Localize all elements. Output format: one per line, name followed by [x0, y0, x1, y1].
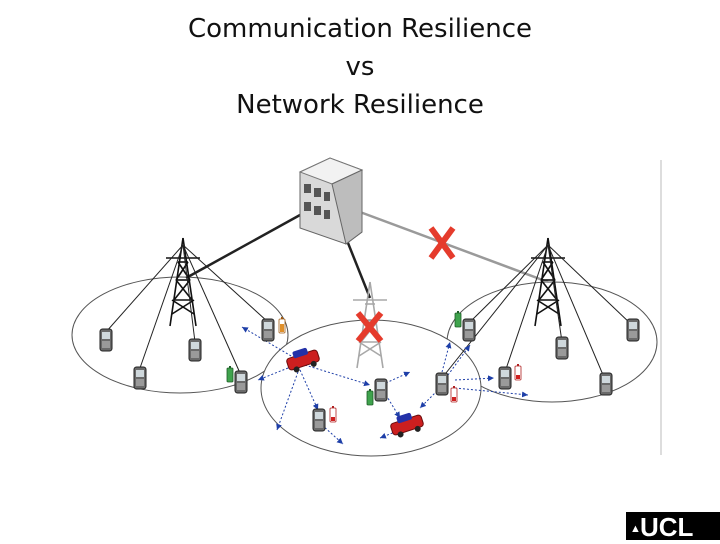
ucl-logo-mark: ▲ — [630, 523, 641, 535]
server-building-icon — [298, 157, 364, 245]
title-line-1: Communication Resilience — [187, 14, 533, 44]
ucl-logo-text: UCL — [640, 512, 694, 542]
radio-links-left — [105, 244, 269, 374]
failure-x-icon-link — [428, 226, 456, 260]
car-icon-1 — [286, 347, 320, 373]
failure-x-icon-tower — [355, 311, 384, 343]
car-icon-2 — [390, 412, 424, 438]
ucl-logo: ▲ UCL — [626, 512, 720, 542]
title-line-2: vs — [345, 52, 375, 82]
cell-left — [71, 276, 289, 394]
d2d-arrows — [241, 326, 529, 445]
backhaul-link-right-failed — [359, 210, 549, 284]
radio-links-right — [441, 244, 633, 383]
backhaul-link-center — [344, 237, 372, 299]
title-line-3: Network Resilience — [236, 90, 484, 120]
slide-title: Communication Resilience vs Network Resi… — [0, 10, 720, 124]
backhaul-link-left — [185, 213, 301, 280]
